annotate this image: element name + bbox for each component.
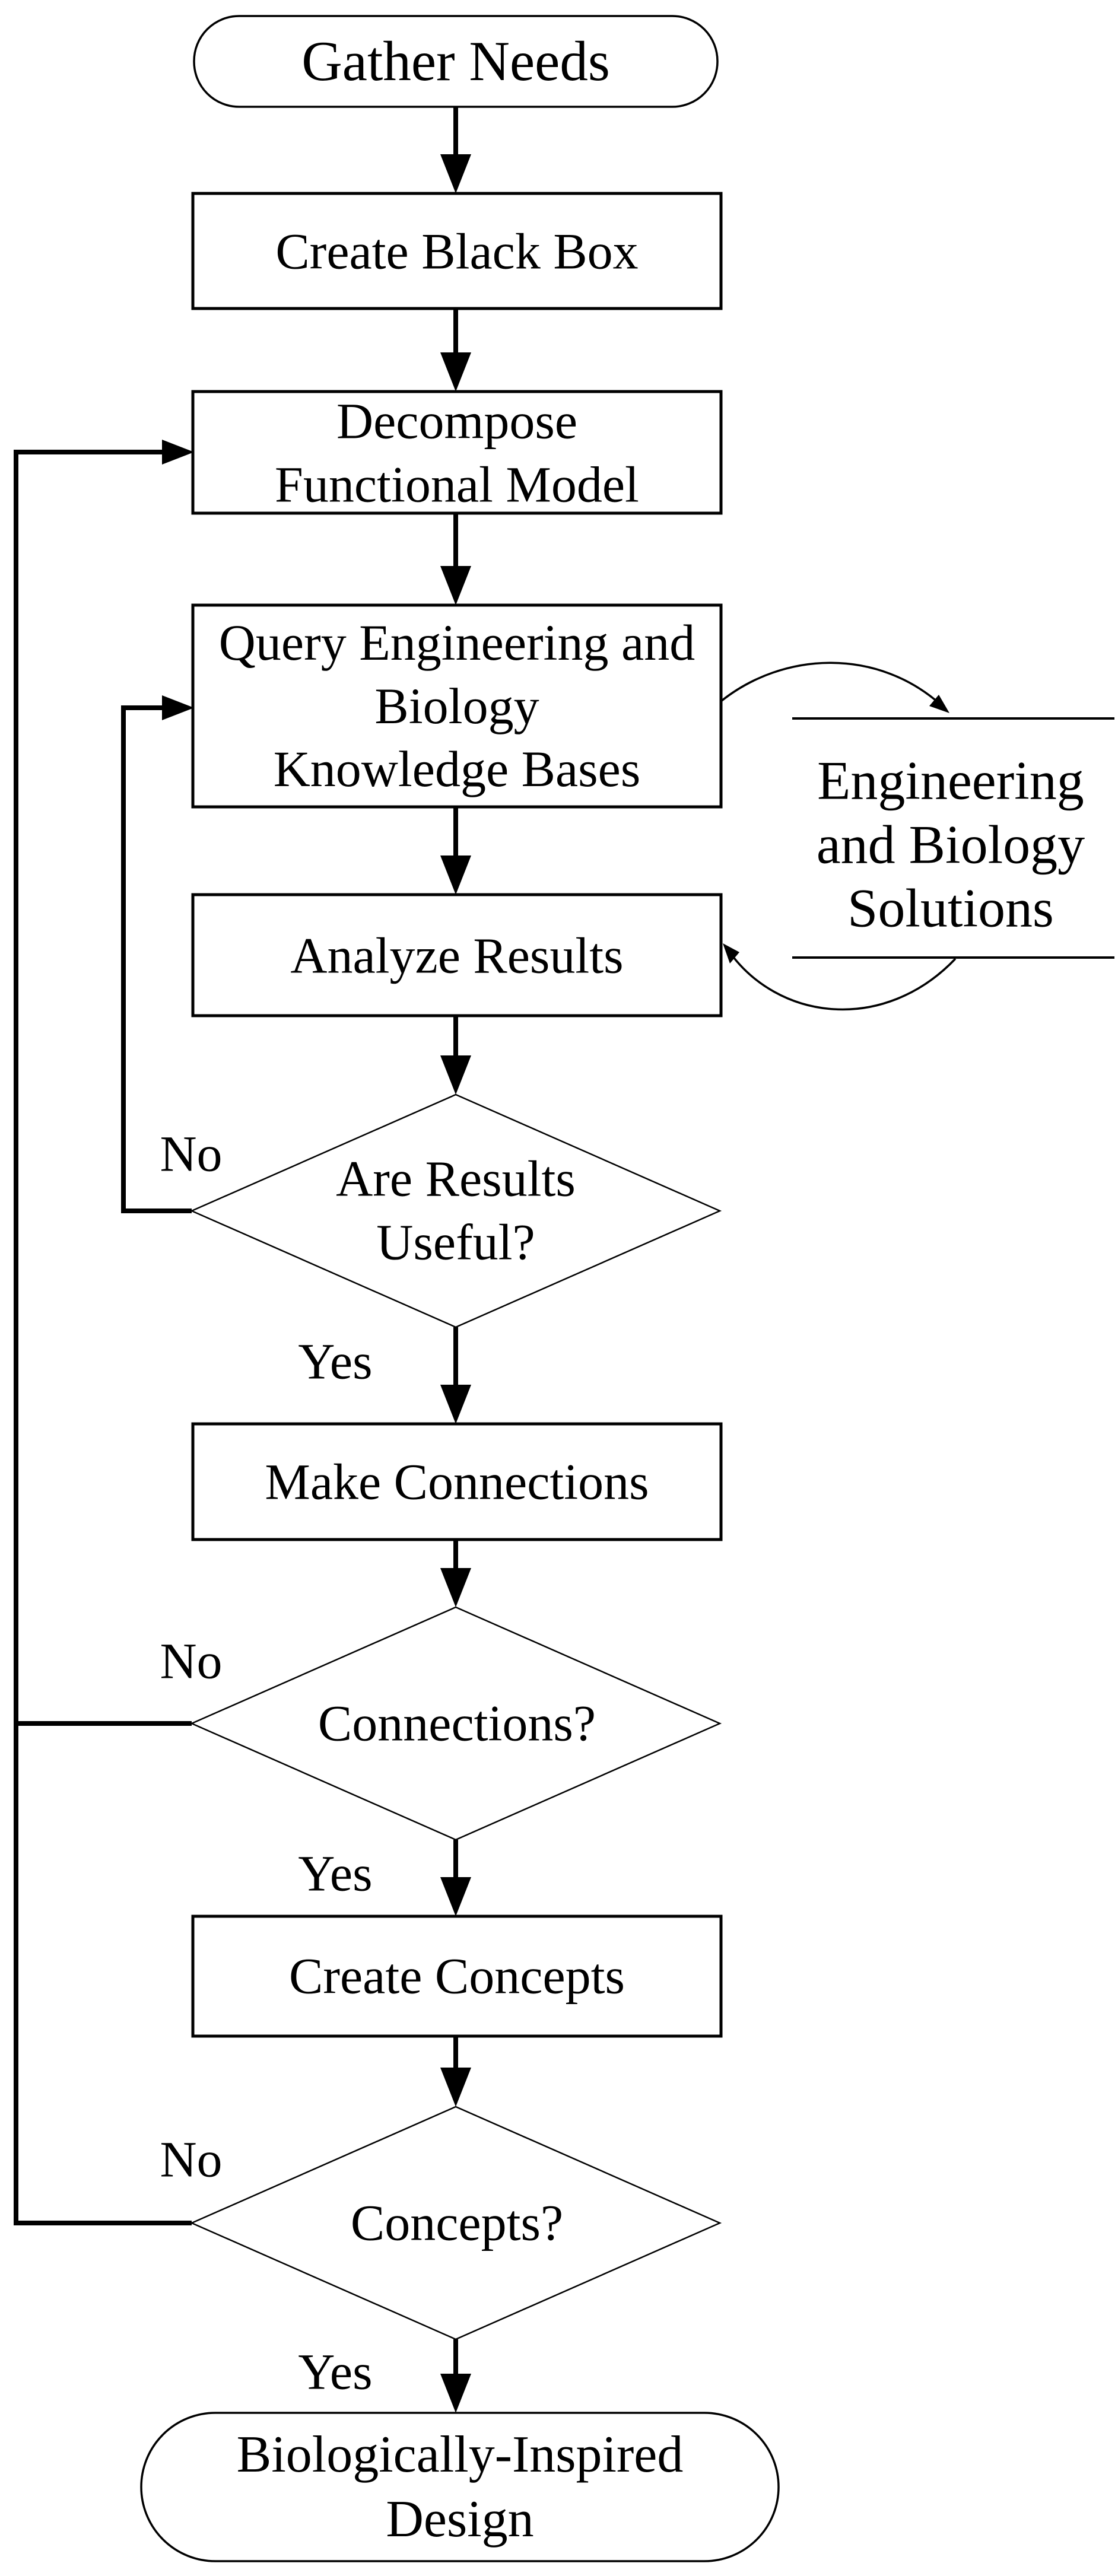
arrowhead-makeconnections <box>440 1385 471 1424</box>
concepts-line: Concepts? <box>350 2194 564 2251</box>
edge-label-yes-connections: Yes <box>298 1844 373 1902</box>
node-create-black-box-label: Create Black Box <box>275 220 638 284</box>
arrowhead-store <box>929 695 949 713</box>
node-gather-needs-shape <box>193 15 719 108</box>
edge-label-yes-concepts: Yes <box>298 2343 373 2400</box>
edge-label-no-concepts: No <box>160 2130 223 2188</box>
gather-needs-line: Gather Needs <box>301 30 610 93</box>
node-analyze-results-shape <box>191 893 723 1017</box>
are-results-line-1: Are Results <box>336 1150 576 1207</box>
node-biologically-inspired-design-shape <box>140 2412 780 2562</box>
node-are-results-useful-label: Are Results Useful? <box>336 1147 576 1273</box>
node-create-concepts-label: Create Concepts <box>289 1945 625 2008</box>
flow-arrow-heads <box>440 154 471 2413</box>
bid-line-1: Biologically-Inspired <box>236 2425 684 2483</box>
node-decompose-shape <box>191 390 723 515</box>
arrowhead-query <box>440 566 471 605</box>
create-black-box-line: Create Black Box <box>275 222 639 280</box>
store-line-1: Engineering <box>817 750 1084 811</box>
edge-results-useful-no-loop <box>121 705 192 1213</box>
arrowhead-analyze <box>440 856 471 895</box>
are-results-line-2: Useful? <box>376 1213 535 1270</box>
arrowhead-blackbox <box>440 154 471 193</box>
node-make-connections-shape <box>191 1422 723 1541</box>
node-solutions-store-label: Engineering and Biology Solutions <box>817 749 1085 941</box>
edge-label-no-results-useful: No <box>160 1125 223 1182</box>
arrowhead-analyze-right <box>723 943 739 963</box>
query-line-2: Biology <box>374 677 539 734</box>
node-connections-label: Connections? <box>318 1692 596 1756</box>
node-query-shape <box>191 603 723 809</box>
analyze-results-line: Analyze Results <box>290 927 624 984</box>
arrowhead-createconcepts <box>440 1877 471 1916</box>
node-are-results-useful-shape <box>189 1093 722 1328</box>
arrowhead-into-query <box>162 695 194 720</box>
arrowhead-connections <box>440 1568 471 1607</box>
node-query-label: Query Engineering and Biology Knowledge … <box>219 611 695 801</box>
node-create-concepts-shape <box>191 1914 723 2038</box>
node-analyze-results-label: Analyze Results <box>290 924 623 988</box>
arrowhead-into-decompose <box>162 440 194 465</box>
node-biologically-inspired-design-label: Biologically-Inspired Design <box>237 2422 684 2552</box>
node-gather-needs-label: Gather Needs <box>301 27 610 97</box>
query-line-1: Query Engineering and <box>218 614 695 672</box>
make-connections-line: Make Connections <box>265 1453 649 1510</box>
arrowhead-concepts <box>440 2068 471 2107</box>
create-concepts-line: Create Concepts <box>289 1947 625 2005</box>
edge-store-to-analyze-curve <box>726 949 957 1011</box>
edge-query-to-store-curve <box>720 662 945 708</box>
store-line-2: and Biology <box>816 814 1085 875</box>
decompose-line-1: Decompose <box>336 392 577 450</box>
node-create-black-box-shape <box>191 192 723 310</box>
arrowhead-end <box>440 2374 471 2413</box>
store-line-3: Solutions <box>847 877 1054 939</box>
node-concepts-shape <box>189 2106 722 2340</box>
node-make-connections-label: Make Connections <box>265 1451 649 1514</box>
edge-label-no-connections: No <box>160 1632 223 1690</box>
node-concepts-label: Concepts? <box>351 2192 563 2255</box>
decompose-line-2: Functional Model <box>275 456 639 513</box>
node-connections-shape <box>189 1606 722 1841</box>
arrowhead-decompose <box>440 352 471 392</box>
edge-label-yes-results-useful: Yes <box>298 1332 373 1390</box>
arrowhead-resultsuseful <box>440 1055 471 1095</box>
bid-line-2: Design <box>386 2491 534 2548</box>
node-decompose-label: Decompose Functional Model <box>275 389 639 516</box>
connections-line: Connections? <box>317 1694 596 1752</box>
query-line-3: Knowledge Bases <box>273 740 641 798</box>
edge-concepts-no-loop <box>14 450 192 2225</box>
